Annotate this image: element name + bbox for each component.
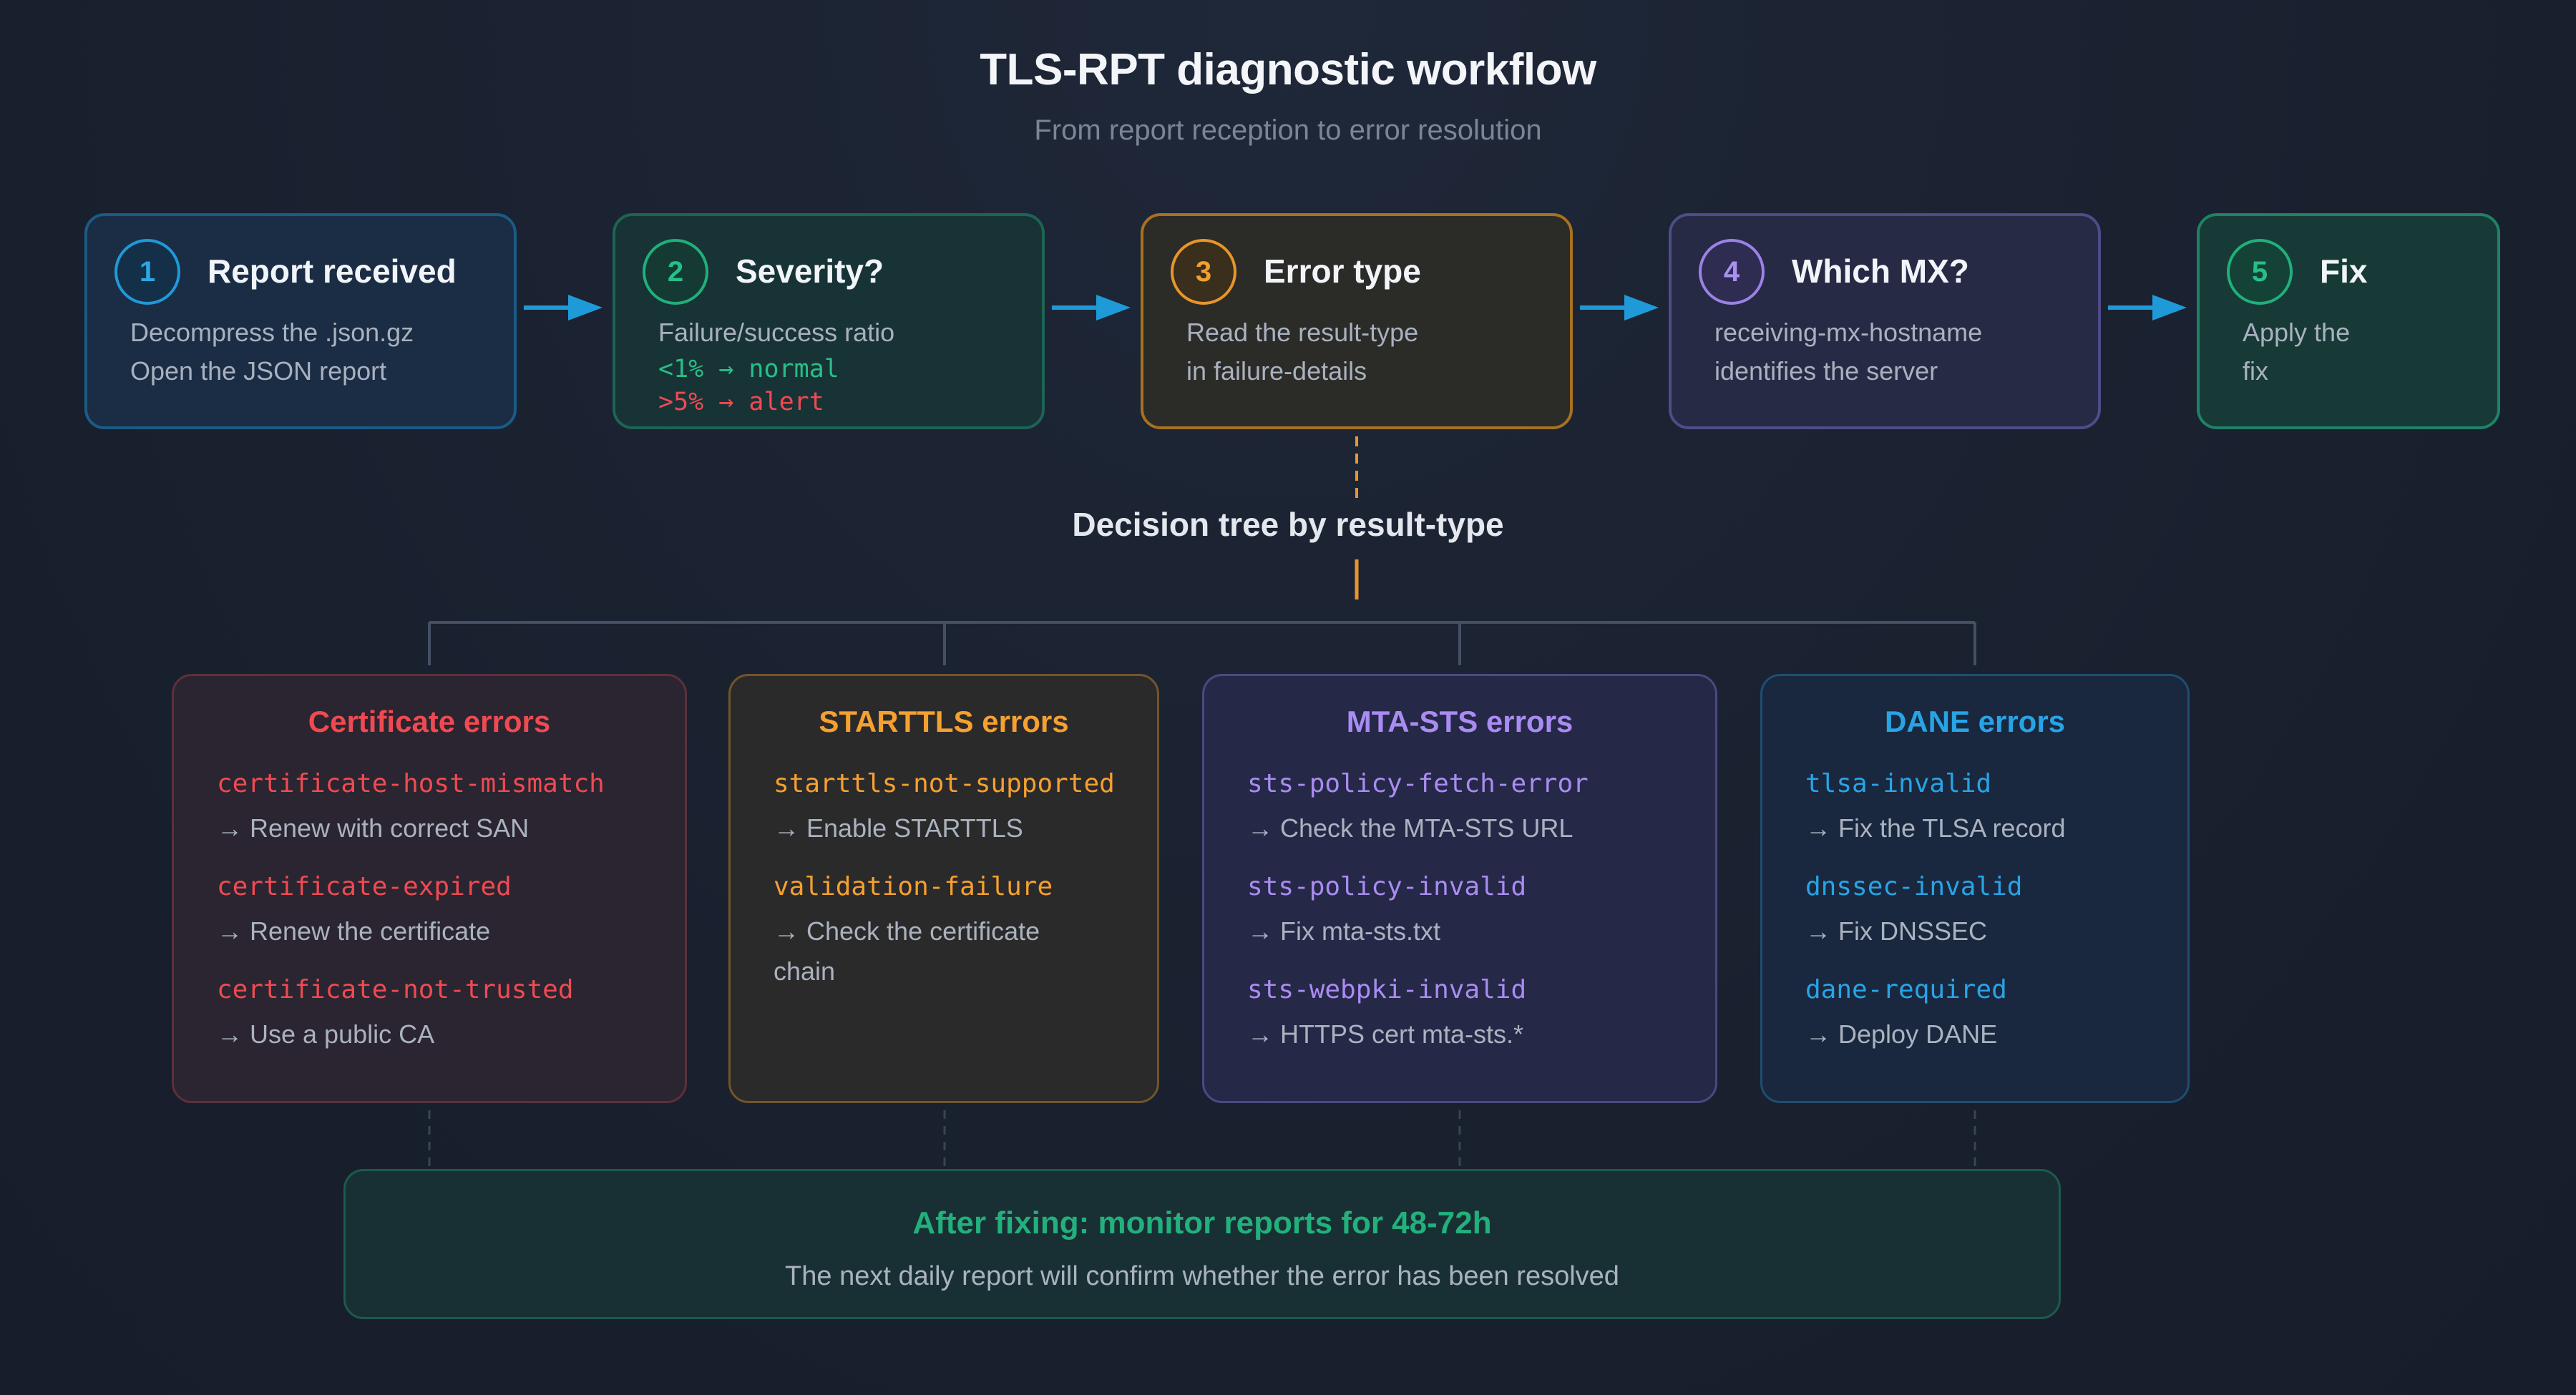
result-type-action-continued: chain (774, 956, 836, 986)
diagram-subtitle: From report reception to error resolutio… (1034, 114, 1542, 146)
result-type-code: sts-policy-invalid (1247, 872, 1527, 901)
category-title: MTA-STS errors (1346, 705, 1574, 738)
result-type-code: tlsa-invalid (1805, 769, 1992, 798)
threshold-normal: <1% → normal (658, 355, 839, 383)
threshold-alert: >5% → alert (658, 388, 824, 416)
step-number-badge: 3 (1171, 239, 1236, 305)
result-type-action: → Fix DNSSEC (1805, 916, 1988, 946)
step-description-line: in failure-details (1186, 356, 1367, 386)
result-type-code: sts-webpki-invalid (1247, 975, 1527, 1004)
result-type-code: sts-policy-fetch-error (1247, 769, 1589, 798)
result-type-action: → HTTPS cert mta-sts.* (1247, 1019, 1524, 1049)
step-severity: 2 Severity? Failure/success ratio <1% → … (613, 213, 1045, 429)
step-description-line: identifies the server (1714, 356, 1938, 386)
step-which-mx: 4 Which MX? receiving-mx-hostname identi… (1669, 213, 2101, 429)
step-description-line: Failure/success ratio (658, 318, 895, 347)
result-type-code: certificate-expired (217, 872, 512, 901)
category-certificate-errors: Certificate errors certificate-host-mism… (172, 674, 687, 1103)
result-type-action: → Renew with correct SAN (217, 813, 530, 843)
category-title: DANE errors (1884, 705, 2066, 738)
category-title: STARTTLS errors (819, 705, 1069, 738)
arrow-right-icon (524, 295, 602, 320)
step-number-badge: 4 (1699, 239, 1765, 305)
step-number-badge: 2 (643, 239, 708, 305)
result-type-action: → Fix mta-sts.txt (1247, 916, 1440, 946)
category-starttls-errors: STARTTLS errors starttls-not-supported →… (728, 674, 1159, 1103)
category-mta-sts-errors: MTA-STS errors sts-policy-fetch-error → … (1202, 674, 1717, 1103)
step-description-line: Read the result-type (1186, 318, 1419, 347)
result-type-action: → Renew the certificate (217, 916, 491, 946)
diagram-title: TLS-RPT diagnostic workflow (980, 45, 1596, 94)
step-fix: 5 Fix Apply the fix (2197, 213, 2500, 429)
step-title: Which MX? (1792, 253, 1969, 290)
result-type-action: → Use a public CA (217, 1019, 435, 1049)
result-type-action: → Check the MTA-STS URL (1247, 813, 1574, 843)
result-type-code: certificate-not-trusted (217, 975, 574, 1004)
step-description-line: Apply the (2243, 318, 2351, 347)
arrow-right-icon (1052, 295, 1131, 320)
arrow-right-icon (1580, 295, 1659, 320)
category-dane-errors: DANE errors tlsa-invalid → Fix the TLSA … (1760, 674, 2190, 1103)
step-title: Fix (2320, 253, 2368, 290)
step-title: Error type (1264, 253, 1421, 290)
arrow-right-icon (2108, 295, 2187, 320)
step-error-type: 3 Error type Read the result-type in fai… (1141, 213, 1573, 429)
result-type-action: → Deploy DANE (1805, 1019, 1998, 1049)
step-description-line: fix (2243, 356, 2268, 386)
result-type-code: certificate-host-mismatch (217, 769, 605, 798)
result-type-action: → Check the certificate (774, 916, 1040, 946)
step-title: Report received (208, 253, 457, 290)
result-type-code: dnssec-invalid (1805, 872, 2023, 901)
result-type-action: → Fix the TLSA record (1805, 813, 2066, 843)
category-title: Certificate errors (308, 705, 551, 738)
step-title: Severity? (736, 253, 884, 290)
step-number-badge: 1 (114, 239, 180, 305)
monitoring-note: After fixing: monitor reports for 48-72h… (343, 1169, 2061, 1319)
decision-tree-label: Decision tree by result-type (1072, 506, 1504, 543)
monitoring-description: The next daily report will confirm wheth… (785, 1261, 1619, 1291)
result-type-action: → Enable STARTTLS (774, 813, 1023, 843)
step-report-received: 1 Report received Decompress the .json.g… (84, 213, 517, 429)
step-description-line: Decompress the .json.gz (130, 318, 414, 347)
step-description-line: Open the JSON report (130, 356, 387, 386)
monitoring-title: After fixing: monitor reports for 48-72h (912, 1205, 1492, 1240)
step-description-line: receiving-mx-hostname (1714, 318, 1983, 347)
result-type-code: starttls-not-supported (774, 769, 1115, 798)
result-type-code: dane-required (1805, 975, 2007, 1004)
result-type-code: validation-failure (774, 872, 1053, 901)
step-number-badge: 5 (2227, 239, 2293, 305)
